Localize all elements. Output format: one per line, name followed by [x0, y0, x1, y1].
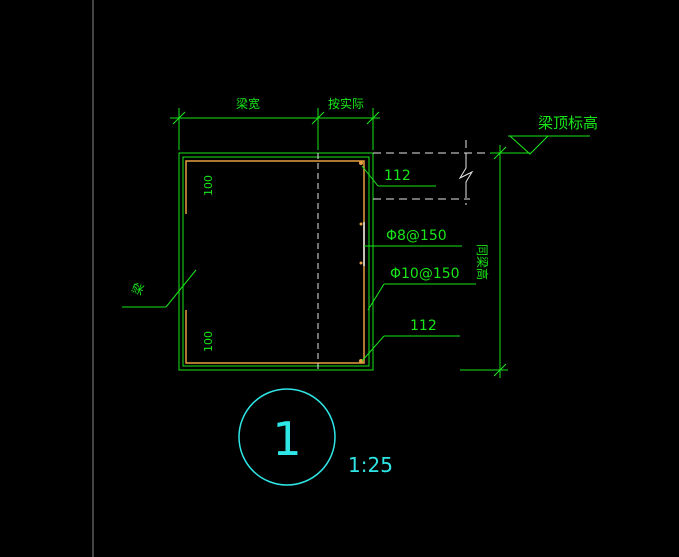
as-actual-label: 按实际 [328, 96, 364, 111]
rebar-bottom-label: 112 [410, 318, 437, 334]
rebar-dots [359, 161, 363, 363]
leader-lines [122, 165, 476, 362]
slab-dashed-lines [373, 140, 500, 205]
elevation-symbol [490, 135, 590, 155]
rebar-top-label: 112 [384, 168, 411, 184]
beam-width-label: 梁宽 [236, 96, 260, 111]
beam-outline [178, 152, 374, 371]
stirrup-label: Φ8@150 [386, 228, 447, 244]
dim-top-100: 100 [202, 175, 215, 196]
break-mark [458, 160, 474, 190]
side-bar-label: Φ10@150 [390, 266, 460, 282]
beam-label: 梁 [129, 281, 147, 297]
detail-number: 1 [272, 412, 301, 466]
same-beam-height-label: 同梁高 [475, 244, 490, 280]
dim-bottom-100: 100 [202, 331, 215, 352]
height-dimension [460, 145, 508, 378]
beam-top-elevation-label: 梁顶标高 [538, 114, 598, 132]
top-dimension [170, 108, 380, 150]
detail-circle [238, 388, 336, 486]
scale-label: 1:25 [348, 453, 393, 477]
